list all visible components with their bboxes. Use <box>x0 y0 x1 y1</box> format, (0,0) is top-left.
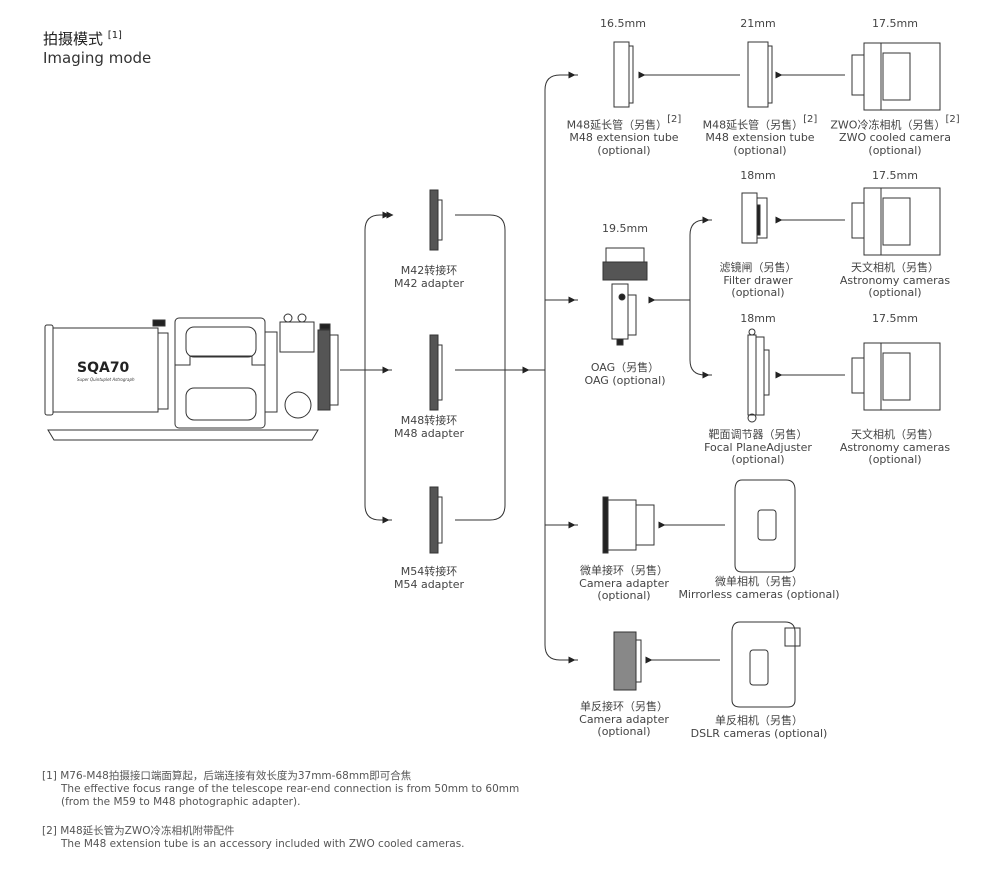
dim-astro-camera-2: 17.5mm <box>872 312 918 325</box>
label-filter-drawer: 滤镜闸（另售）Filter drawer(optional) <box>719 261 797 299</box>
dim-fpa: 18mm <box>740 312 776 325</box>
zwo-camera-drawing <box>851 42 941 111</box>
page-title: 拍摄模式 [1] <box>43 28 122 49</box>
label-oag: OAG（另售）OAG (optional) <box>584 361 666 387</box>
oag-drawing <box>602 247 648 346</box>
dim-astro-camera-1: 17.5mm <box>872 169 918 182</box>
dim-zwo-camera: 17.5mm <box>872 17 918 30</box>
adapter-drawings <box>429 189 443 554</box>
footnotes: [1] M76-M48拍摄接口端面算起，后端连接有效长度为37mm-68mm即可… <box>42 770 519 851</box>
astro-camera-2-drawing <box>851 342 941 411</box>
label-ext-tube-1: M48延长管（另售）[2]M48 extension tube(optional… <box>566 114 682 157</box>
label-dslr-camera: 单反相机（另售）DSLR cameras (optional) <box>690 714 828 740</box>
label-astro-camera-2: 天文相机（另售）Astronomy cameras(optional) <box>839 428 951 466</box>
label-zwo-camera: ZWO冷冻相机（另售）[2]ZWO cooled camera(optional… <box>830 114 960 157</box>
footnote-2-en: The M48 extension tube is an accessory i… <box>61 838 465 850</box>
telescope-drawing: SQA70 Super Quintuplet Astrograph <box>44 313 339 441</box>
dim-ext-tube-2: 21mm <box>740 17 776 30</box>
mirrorless-adapter-drawing <box>602 496 655 554</box>
dslr-adapter-drawing <box>613 631 642 691</box>
label-fpa: 靶面调节器（另售）Focal PlaneAdjuster(optional) <box>704 428 812 466</box>
dim-oag: 19.5mm <box>602 222 648 235</box>
telescope-brand: SQA70 <box>77 360 130 376</box>
footnote-1: [1] M76-M48拍摄接口端面算起，后端连接有效长度为37mm-68mm即可… <box>42 770 412 782</box>
footnote-1-en: The effective focus range of the telesco… <box>61 783 520 795</box>
page-subtitle: Imaging mode <box>43 49 152 67</box>
dslr-camera-drawing <box>731 621 801 708</box>
footnote-2: [2] M48延长管为ZWO冷冻相机附带配件 <box>42 825 235 837</box>
label-mirrorless-adapter: 微单接环（另售）Camera adapter(optional) <box>579 564 669 602</box>
footnote-ref: [1] <box>107 30 122 41</box>
footnote-1-en-cont: (from the M59 to M48 photographic adapte… <box>61 796 301 808</box>
label-astro-camera-1: 天文相机（另售）Astronomy cameras(optional) <box>839 261 951 299</box>
mirrorless-camera-drawing <box>734 479 796 573</box>
label-mirrorless-camera: 微单相机（另售）Mirrorless cameras (optional) <box>678 575 840 601</box>
label-ext-tube-2: M48延长管（另售）[2]M48 extension tube(optional… <box>702 114 818 157</box>
label-dslr-adapter: 单反接环（另售）Camera adapter(optional) <box>579 700 669 738</box>
fpa-drawing <box>747 328 770 423</box>
dim-filter-drawer: 18mm <box>740 169 776 182</box>
title-cn: 拍摄模式 <box>43 30 104 48</box>
telescope-tagline: Super Quintuplet Astrograph <box>77 377 135 382</box>
astro-camera-1-drawing <box>851 187 941 256</box>
dim-ext-tube-1: 16.5mm <box>600 17 646 30</box>
